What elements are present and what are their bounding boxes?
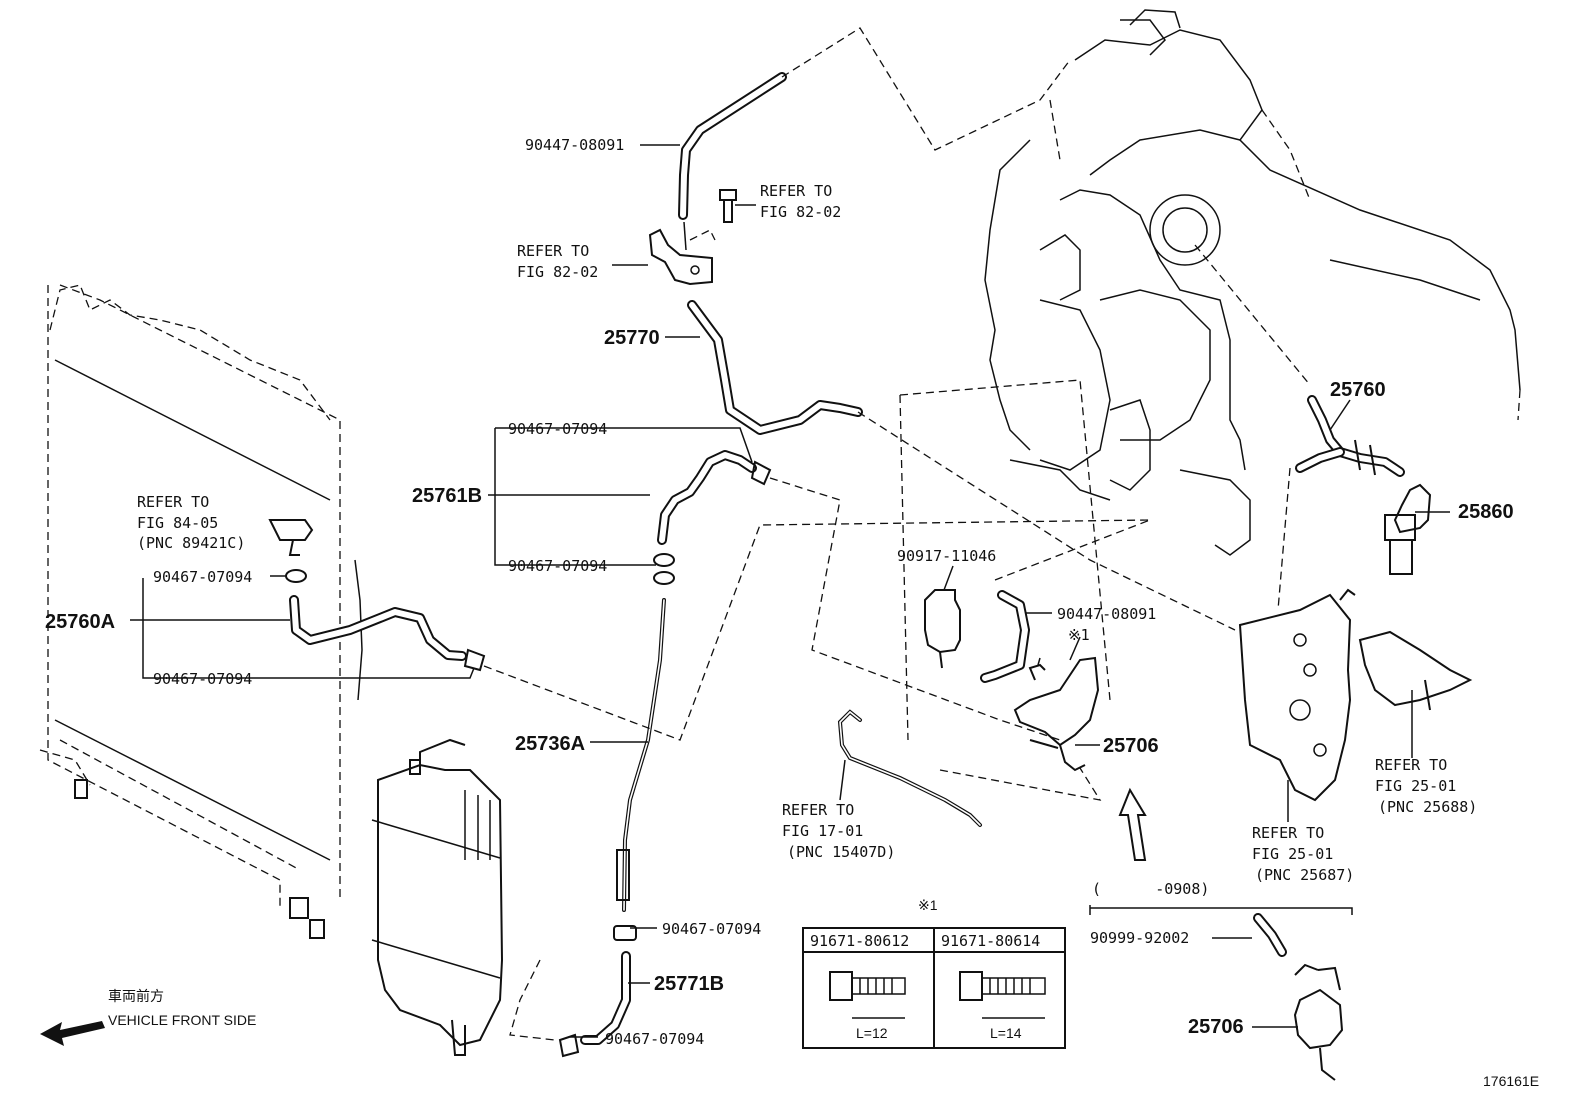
bolt-91671-80614 bbox=[959, 971, 1046, 1019]
ref-82-02-b-line1: REFER TO bbox=[517, 242, 589, 260]
callout-25760A: 25760A bbox=[45, 611, 115, 633]
figure-id: 176161E bbox=[1483, 1073, 1539, 1089]
bracket-25687 bbox=[1238, 588, 1356, 802]
callout-90467-07094-f: 90467-07094 bbox=[605, 1030, 704, 1048]
callout-25760: 25760 bbox=[1330, 379, 1386, 401]
bolt-length-14: L=14 bbox=[990, 1025, 1022, 1041]
leader-lines bbox=[130, 144, 1450, 1038]
hose-25760A bbox=[285, 569, 486, 672]
callout-90999-92002: 90999-92002 bbox=[1090, 929, 1189, 947]
valve-25860 bbox=[1384, 483, 1432, 575]
ref-25-01-a-line1: REFER TO bbox=[1252, 824, 1324, 842]
hose-25770 bbox=[687, 300, 863, 435]
hose-90447-08091-top bbox=[678, 72, 787, 220]
reservoir-tank bbox=[371, 738, 556, 1056]
bolt-table-col1: 91671-80612 bbox=[810, 932, 909, 950]
callout-25771B: 25771B bbox=[654, 973, 724, 995]
ref-25-01-a-line2: FIG 25-01 bbox=[1252, 845, 1333, 863]
sensor-89421C bbox=[268, 519, 314, 556]
ref-17-01-line3: (PNC 15407D) bbox=[787, 843, 895, 861]
callout-25761B: 25761B bbox=[412, 485, 482, 507]
ref-25-01-b-line1: REFER TO bbox=[1375, 756, 1447, 774]
vsv-25706-lower bbox=[1293, 963, 1344, 1081]
ref-17-01-line1: REFER TO bbox=[782, 801, 854, 819]
bolt-length-12: L=12 bbox=[856, 1025, 888, 1041]
date-range: ( -0908) bbox=[1092, 880, 1209, 898]
front-side-jp: 車両前方 bbox=[108, 988, 164, 1004]
callout-90467-07094-e: 90467-07094 bbox=[662, 920, 761, 938]
bolt-upper bbox=[719, 189, 737, 223]
radiator bbox=[39, 284, 363, 939]
ref-25-01-b-line2: FIG 25-01 bbox=[1375, 777, 1456, 795]
connection-lines bbox=[483, 27, 1311, 801]
bolt-table-note: ※1 bbox=[918, 897, 938, 913]
hose-25771B bbox=[558, 925, 637, 1058]
callout-90467-07094-d: 90467-07094 bbox=[153, 670, 252, 688]
ref-25-01-a-line3: (PNC 25687) bbox=[1255, 866, 1354, 884]
callout-90467-07094-c: 90467-07094 bbox=[153, 568, 252, 586]
pipe-15407D bbox=[837, 709, 982, 827]
callout-90447-08091-top: 90447-08091 bbox=[525, 136, 624, 154]
ref-84-05-line2: FIG 84-05 bbox=[137, 514, 218, 532]
ref-84-05-line1: REFER TO bbox=[137, 493, 209, 511]
hose-90447-08091-mid bbox=[980, 590, 1030, 683]
callout-25706: 25706 bbox=[1103, 735, 1159, 757]
ref-17-01-line2: FIG 17-01 bbox=[782, 822, 863, 840]
bolt-table bbox=[802, 927, 1066, 1049]
front-side-arrow bbox=[40, 1021, 105, 1046]
hose-90999-92002 bbox=[1253, 913, 1287, 957]
callout-25860: 25860 bbox=[1458, 501, 1514, 523]
hose-25761B bbox=[653, 450, 772, 585]
vsv-25706 bbox=[1013, 656, 1100, 772]
engine-block bbox=[984, 9, 1521, 556]
callout-25706-lower: 25706 bbox=[1188, 1016, 1244, 1038]
callout-90467-07094-a: 90467-07094 bbox=[508, 420, 607, 438]
callout-25736A: 25736A bbox=[515, 733, 585, 755]
direction-arrow bbox=[1118, 787, 1147, 861]
bracket-25688 bbox=[1358, 630, 1473, 711]
mark-1-vsv: ※1 bbox=[1068, 626, 1090, 644]
ref-84-05-line3: (PNC 89421C) bbox=[137, 534, 245, 552]
vsv-90917-11046 bbox=[924, 589, 961, 669]
callout-25770: 25770 bbox=[604, 327, 660, 349]
bracket-upper bbox=[648, 221, 713, 286]
callout-90467-07094-b: 90467-07094 bbox=[508, 557, 607, 575]
ref-25-01-b-line3: (PNC 25688) bbox=[1378, 798, 1477, 816]
ref-82-02-b-line2: FIG 82-02 bbox=[517, 263, 598, 281]
bolt-table-col2: 91671-80614 bbox=[941, 932, 1040, 950]
ref-82-02-a-line2: FIG 82-02 bbox=[760, 203, 841, 221]
bolt-91671-80612 bbox=[829, 971, 906, 1019]
ref-82-02-a-line1: REFER TO bbox=[760, 182, 832, 200]
callout-90917-11046: 90917-11046 bbox=[897, 547, 996, 565]
callout-90447-08091-mid: 90447-08091 bbox=[1057, 605, 1156, 623]
hose-25760 bbox=[1295, 395, 1405, 477]
pipe-25736A bbox=[616, 598, 666, 912]
front-side-en: VEHICLE FRONT SIDE bbox=[108, 1012, 256, 1028]
